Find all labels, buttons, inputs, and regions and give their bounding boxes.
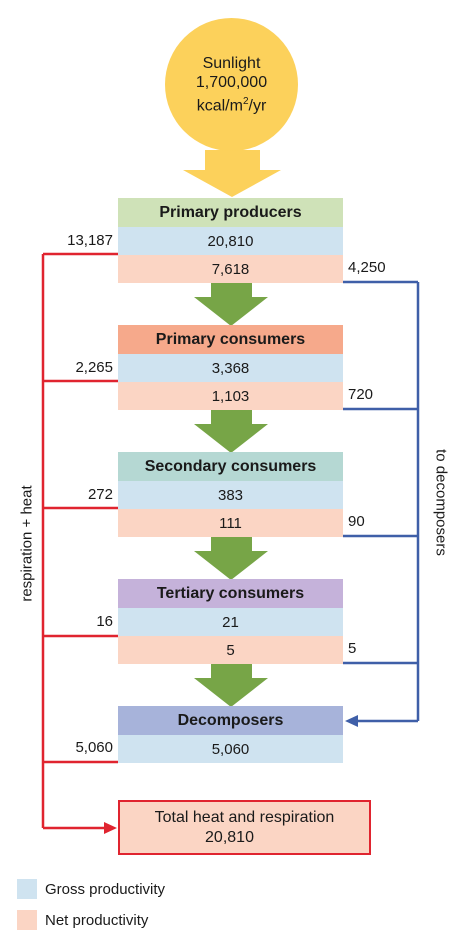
- sunlight-value: 1,700,000: [195, 73, 268, 91]
- to-decomposers-label: to decomposers: [432, 449, 450, 556]
- sunlight-unit: kcal/m2/yr: [196, 95, 267, 115]
- respiration-value-tertiary-consumers: 16: [96, 613, 113, 630]
- respiration-value-primary-producers: 13,187: [67, 232, 113, 249]
- legend-label-gross: Gross productivity: [45, 880, 166, 898]
- total-heat-value: 20,810: [205, 828, 254, 846]
- decomposer-value-tertiary-consumers: 5: [348, 640, 357, 657]
- legend-swatch-gross: [17, 879, 37, 899]
- respiration-value-secondary-consumers: 272: [87, 486, 113, 503]
- gross-value-secondary-consumers: 383: [118, 481, 343, 509]
- level-header-decomposers: Decomposers: [118, 706, 343, 735]
- energy-arrow-2: [194, 410, 268, 453]
- net-value-secondary-consumers: 111: [118, 509, 343, 537]
- respiration-value-primary-consumers: 2,265: [75, 359, 113, 376]
- respiration-lines: [41, 252, 118, 830]
- level-header-primary-consumers: Primary consumers: [118, 325, 343, 354]
- energy-arrow-1: [194, 283, 268, 326]
- decomposer-arrowhead: [345, 715, 358, 727]
- legend-item-net: Net productivity: [17, 909, 148, 931]
- gross-value-decomposers: 5,060: [118, 735, 343, 763]
- net-value-primary-producers: 7,618: [118, 255, 343, 283]
- total-heat-box: Total heat and respiration 20,810: [118, 800, 371, 855]
- decomposer-lines: [343, 280, 420, 723]
- gross-value-tertiary-consumers: 21: [118, 608, 343, 636]
- legend-swatch-net: [17, 910, 37, 930]
- level-header-secondary-consumers: Secondary consumers: [118, 452, 343, 481]
- level-header-primary-producers: Primary producers: [118, 198, 343, 227]
- total-heat-label: Total heat and respiration: [154, 808, 335, 826]
- legend-item-gross: Gross productivity: [17, 878, 165, 900]
- legend: Gross productivity Net productivity: [17, 878, 317, 938]
- gross-value-primary-producers: 20,810: [118, 227, 343, 255]
- energy-arrow-4: [194, 664, 268, 707]
- decomposer-value-primary-consumers: 720: [348, 386, 374, 403]
- respiration-heat-label: respiration + heat: [18, 485, 36, 602]
- level-header-tertiary-consumers: Tertiary consumers: [118, 579, 343, 608]
- respiration-value-decomposers: 5,060: [75, 739, 113, 756]
- net-value-primary-consumers: 1,103: [118, 382, 343, 410]
- decomposer-value-primary-producers: 4,250: [348, 259, 386, 276]
- sunlight-arrow: [183, 150, 281, 197]
- sunlight-circle: Sunlight 1,700,000 kcal/m2/yr: [165, 18, 298, 151]
- legend-label-net: Net productivity: [45, 911, 149, 929]
- net-value-tertiary-consumers: 5: [118, 636, 343, 664]
- sunlight-label: Sunlight: [202, 54, 261, 72]
- gross-value-primary-consumers: 3,368: [118, 354, 343, 382]
- decomposer-value-secondary-consumers: 90: [348, 513, 365, 530]
- respiration-arrowhead: [104, 822, 117, 834]
- energy-arrow-3: [194, 537, 268, 580]
